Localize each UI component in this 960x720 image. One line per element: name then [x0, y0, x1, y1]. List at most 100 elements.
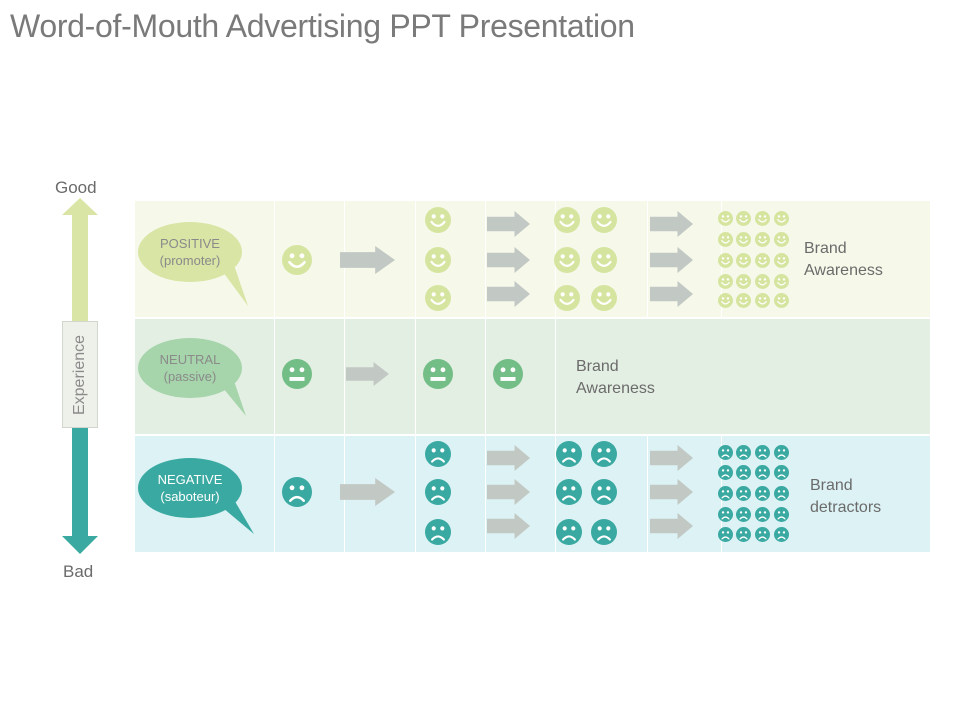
right-arrow-icon — [340, 246, 395, 274]
column-separator — [485, 436, 486, 552]
sad-face-icon — [773, 464, 789, 480]
right-arrow-icon — [650, 247, 693, 273]
negative-outcome-text: Brand detractors — [810, 477, 882, 516]
sad-face-icon — [717, 506, 733, 522]
column-separator — [274, 436, 275, 552]
neutral-sublabel: (passive) — [163, 369, 217, 384]
smile-face-icon — [717, 273, 733, 289]
sad-face-icon — [735, 464, 751, 480]
sad-face-icon — [425, 441, 451, 467]
right-arrow-icon — [650, 211, 693, 237]
sad-face-icon — [773, 444, 789, 460]
sad-face-icon — [754, 506, 770, 522]
sad-face-icon — [773, 506, 789, 522]
smile-face-icon — [717, 252, 733, 268]
neutral-face-icon — [282, 359, 312, 389]
smile-face-icon — [591, 285, 617, 311]
sad-face-icon — [735, 526, 751, 542]
axis-down-arrow — [62, 428, 98, 554]
neutral-face-icon — [423, 359, 453, 389]
axis-up-arrow — [62, 198, 98, 322]
column-separator — [415, 319, 416, 434]
right-arrow-icon — [487, 479, 530, 505]
sad-face-icon — [591, 519, 617, 545]
sad-face-icon — [425, 479, 451, 505]
neutral-face-icon — [493, 359, 523, 389]
smile-face-icon — [735, 231, 751, 247]
right-arrow-icon — [650, 513, 693, 539]
right-arrow-icon — [346, 362, 389, 386]
smile-face-icon — [735, 273, 751, 289]
sad-face-icon — [282, 477, 312, 507]
smile-face-icon — [591, 247, 617, 273]
column-separator — [485, 201, 486, 317]
smile-face-icon — [773, 292, 789, 308]
right-arrow-icon — [650, 479, 693, 505]
column-separator — [555, 319, 556, 434]
sad-face-icon — [556, 519, 582, 545]
smile-face-icon — [754, 231, 770, 247]
right-arrow-icon — [487, 513, 530, 539]
smile-face-icon — [773, 210, 789, 226]
experience-label: Experience — [71, 334, 88, 415]
sad-face-icon — [735, 506, 751, 522]
column-separator — [274, 319, 275, 434]
sad-face-icon — [717, 526, 733, 542]
smile-face-icon — [591, 207, 617, 233]
neutral-label: NEUTRAL — [159, 352, 221, 367]
column-separator — [555, 436, 556, 552]
neutral-row-band — [135, 319, 930, 434]
positive-label: POSITIVE — [160, 236, 220, 251]
sad-face-icon — [773, 526, 789, 542]
smile-face-icon — [773, 231, 789, 247]
right-arrow-icon — [650, 445, 693, 471]
positive-sublabel: (promoter) — [159, 253, 221, 268]
smile-face-icon — [554, 247, 580, 273]
negative-label: NEGATIVE — [157, 472, 223, 487]
axis-bad-label: Bad — [63, 562, 94, 581]
positive-bubble-text: POSITIVE (promoter) — [138, 222, 242, 282]
smile-face-icon — [773, 252, 789, 268]
sad-face-icon — [754, 526, 770, 542]
right-arrow-icon — [487, 211, 530, 237]
column-separator — [274, 201, 275, 317]
smile-face-icon — [735, 210, 751, 226]
column-separator — [485, 319, 486, 434]
sad-face-icon — [735, 485, 751, 501]
smile-face-icon — [425, 285, 451, 311]
sad-face-icon — [717, 444, 733, 460]
right-arrow-icon — [340, 478, 395, 506]
smile-face-icon — [735, 252, 751, 268]
sad-face-icon — [754, 464, 770, 480]
positive-row-band — [135, 201, 930, 317]
sad-face-icon — [717, 464, 733, 480]
column-separator — [647, 436, 648, 552]
sad-face-icon — [735, 444, 751, 460]
positive-bubble-shape — [138, 222, 248, 306]
smile-face-icon — [554, 207, 580, 233]
smile-face-icon — [754, 273, 770, 289]
page-title: Word-of-Mouth Advertising PPT Presentati… — [10, 8, 635, 44]
smile-face-icon — [717, 231, 733, 247]
neutral-bubble-text: NEUTRAL (passive) — [138, 338, 242, 398]
right-arrow-icon — [487, 247, 530, 273]
right-arrow-icon — [650, 281, 693, 307]
smile-face-icon — [735, 292, 751, 308]
sad-face-icon — [556, 479, 582, 505]
smile-face-icon — [754, 210, 770, 226]
smile-face-icon — [754, 292, 770, 308]
sad-face-icon — [556, 441, 582, 467]
right-arrow-icon — [487, 445, 530, 471]
smile-face-icon — [554, 285, 580, 311]
sad-face-icon — [717, 485, 733, 501]
neutral-bubble-shape — [138, 338, 246, 416]
negative-bubble-shape — [138, 458, 254, 534]
smile-face-icon — [425, 247, 451, 273]
smile-face-icon — [754, 252, 770, 268]
neutral-outcome-text: Brand Awareness — [576, 358, 655, 397]
positive-outcome-text: Brand Awareness — [804, 240, 883, 279]
smile-face-icon — [425, 207, 451, 233]
right-arrow-icon — [487, 281, 530, 307]
smile-face-icon — [773, 273, 789, 289]
column-separator — [647, 201, 648, 317]
